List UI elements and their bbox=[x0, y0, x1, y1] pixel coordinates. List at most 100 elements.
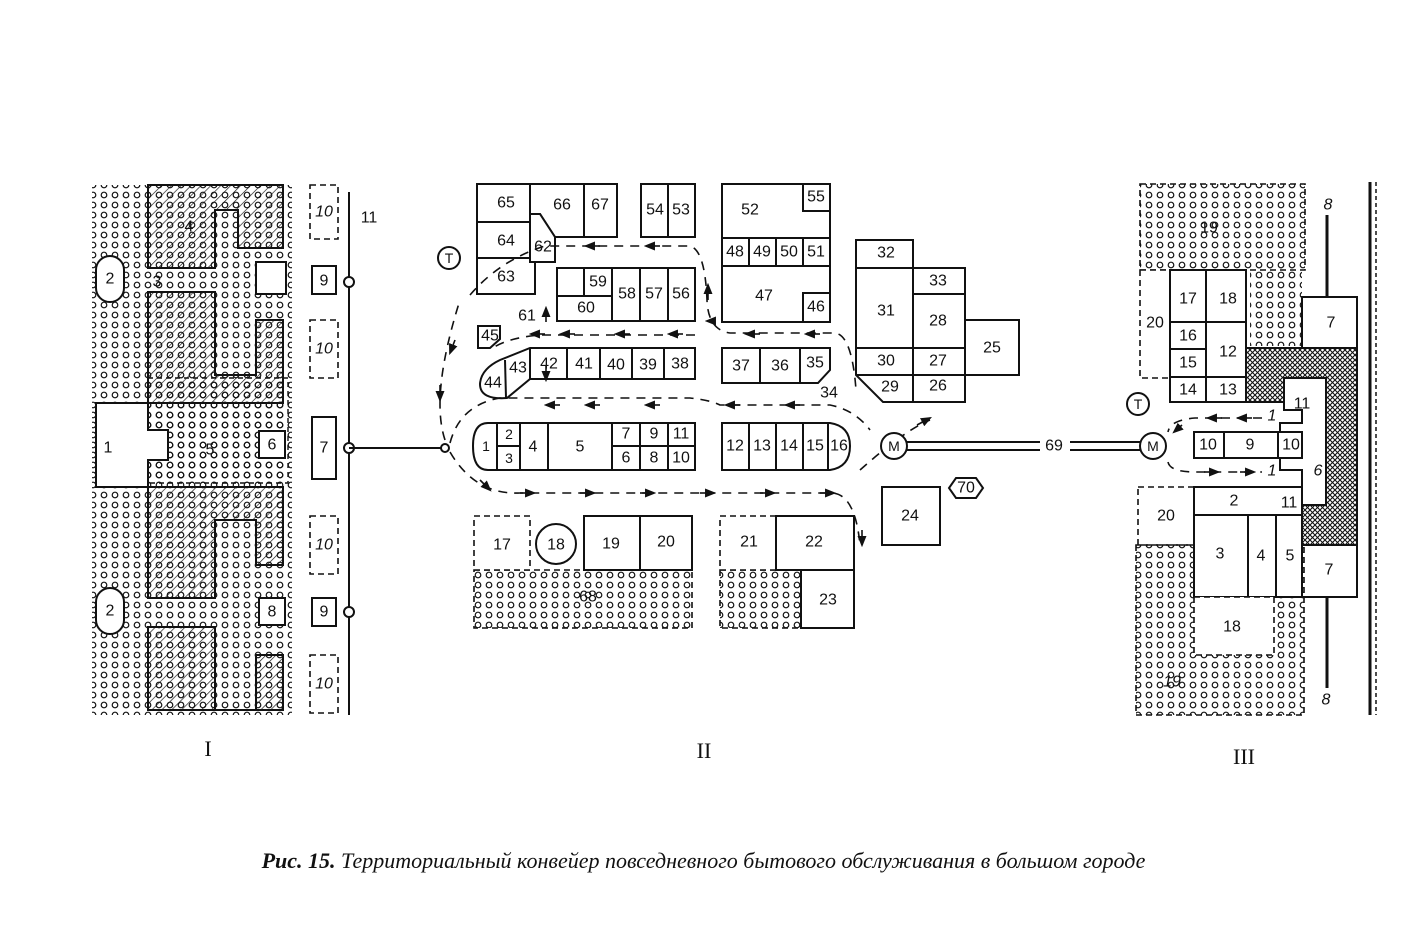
label-ii-1: 1 bbox=[482, 438, 490, 454]
label-ii-8: 8 bbox=[650, 450, 659, 467]
label-iii-m: М bbox=[1147, 438, 1159, 454]
label-ii-11: 11 bbox=[673, 426, 690, 443]
label-i-5: 5 bbox=[206, 442, 215, 459]
label-ii-32: 32 bbox=[877, 245, 895, 262]
label-i-10a: 10 bbox=[315, 204, 333, 221]
label-ii-35: 35 bbox=[806, 355, 824, 372]
label-ii-70: 70 bbox=[957, 480, 975, 497]
label-iii-12: 12 bbox=[1219, 344, 1237, 361]
label-ii-10: 10 bbox=[672, 450, 690, 467]
label-iii-1b: 1 bbox=[1268, 463, 1277, 480]
label-ii-5: 5 bbox=[576, 439, 585, 456]
label-iii-14: 14 bbox=[1179, 382, 1197, 399]
label-i-6: 6 bbox=[268, 437, 277, 454]
label-iii-1a: 1 bbox=[1268, 408, 1277, 425]
label-iii-7a: 7 bbox=[1327, 315, 1336, 332]
label-i-11: 11 bbox=[361, 210, 378, 227]
territorial-conveyor-diagram: 1 2 2 3 4 5 6 7 8 9 9 10 10 10 10 11 bbox=[92, 182, 1377, 769]
label-iii-19b: 19 bbox=[1163, 674, 1181, 691]
label-ii-9: 9 bbox=[650, 426, 659, 443]
label-ii-51: 51 bbox=[807, 244, 825, 261]
label-ii-17: 17 bbox=[493, 537, 511, 554]
label-ii-30: 30 bbox=[877, 353, 895, 370]
label-ii-23: 23 bbox=[819, 592, 837, 609]
panel-3-roman: III bbox=[1233, 744, 1255, 769]
label-ii-49: 49 bbox=[753, 244, 771, 261]
label-ii-69: 69 bbox=[1045, 438, 1063, 455]
label-ii-47: 47 bbox=[755, 288, 773, 305]
label-ii-59: 59 bbox=[589, 274, 607, 291]
panel-1: 1 2 2 3 4 5 6 7 8 9 9 10 10 10 10 11 bbox=[92, 184, 445, 715]
label-iii-18a: 18 bbox=[1219, 291, 1237, 308]
label-ii-24: 24 bbox=[901, 508, 919, 525]
label-ii-26: 26 bbox=[929, 378, 947, 395]
label-ii-25: 25 bbox=[983, 340, 1001, 357]
label-ii-64: 64 bbox=[497, 233, 515, 250]
label-i-2b: 2 bbox=[106, 603, 115, 620]
label-ii-66: 66 bbox=[553, 197, 571, 214]
label-ii-54: 54 bbox=[646, 202, 664, 219]
label-ii-m: М bbox=[888, 438, 900, 454]
label-ii-68: 68 bbox=[579, 589, 597, 606]
label-i-8: 8 bbox=[268, 604, 277, 621]
label-ii-14: 14 bbox=[780, 438, 798, 455]
label-ii-52: 52 bbox=[741, 202, 759, 219]
label-ii-31: 31 bbox=[877, 303, 895, 320]
label-ii-18: 18 bbox=[547, 537, 565, 554]
panel-3: Т М 19 8 20 17 18 16 15 12 14 13 7 11 1 … bbox=[1126, 182, 1377, 716]
label-iii-11a: 11 bbox=[1294, 396, 1311, 413]
label-iii-8a: 8 bbox=[1324, 197, 1333, 214]
label-ii-58: 58 bbox=[618, 286, 636, 303]
label-ii-28: 28 bbox=[929, 313, 947, 330]
label-ii-19: 19 bbox=[602, 536, 620, 553]
label-iii-6: 6 bbox=[1314, 463, 1323, 480]
label-iii-7b: 7 bbox=[1325, 562, 1334, 579]
label-ii-44: 44 bbox=[484, 375, 502, 392]
label-ii-45: 45 bbox=[481, 328, 499, 345]
label-ii-4: 4 bbox=[529, 439, 538, 456]
label-iii-20b: 20 bbox=[1157, 508, 1175, 525]
label-ii-29: 29 bbox=[881, 379, 899, 396]
label-i-10b: 10 bbox=[315, 341, 333, 358]
label-ii-22: 22 bbox=[805, 534, 823, 551]
label-i-9b: 9 bbox=[320, 604, 329, 621]
label-iii-2: 2 bbox=[1230, 493, 1239, 510]
label-iii-3: 3 bbox=[1216, 546, 1225, 563]
panel-1-roman: I bbox=[204, 736, 211, 761]
label-iii-5: 5 bbox=[1286, 548, 1295, 565]
label-ii-38: 38 bbox=[671, 356, 689, 373]
label-iii-17: 17 bbox=[1179, 291, 1197, 308]
label-ii-13: 13 bbox=[753, 438, 771, 455]
label-ii-37: 37 bbox=[732, 358, 750, 375]
label-ii-6: 6 bbox=[622, 450, 631, 467]
label-iii-t: Т bbox=[1134, 396, 1143, 412]
label-ii-34: 34 bbox=[820, 385, 838, 402]
label-i-9a: 9 bbox=[320, 273, 329, 290]
label-ii-43: 43 bbox=[509, 360, 527, 377]
label-i-10c: 10 bbox=[315, 537, 333, 554]
label-iii-10b: 10 bbox=[1282, 437, 1300, 454]
label-ii-t: Т bbox=[445, 250, 454, 266]
label-ii-21: 21 bbox=[740, 534, 758, 551]
label-iii-9: 9 bbox=[1246, 437, 1255, 454]
label-iii-19a: 19 bbox=[1200, 220, 1218, 237]
panel-2-roman: II bbox=[697, 738, 712, 763]
label-i-1: 1 bbox=[104, 440, 113, 457]
label-ii-57: 57 bbox=[645, 286, 663, 303]
label-ii-41: 41 bbox=[575, 356, 593, 373]
label-ii-42: 42 bbox=[540, 356, 558, 373]
label-ii-56: 56 bbox=[672, 286, 690, 303]
label-ii-55: 55 bbox=[807, 189, 825, 206]
label-ii-33: 33 bbox=[929, 273, 947, 290]
label-ii-63: 63 bbox=[497, 269, 515, 286]
label-iii-4: 4 bbox=[1257, 548, 1266, 565]
label-ii-40: 40 bbox=[607, 357, 625, 374]
label-ii-61: 61 bbox=[518, 308, 536, 325]
label-ii-53: 53 bbox=[672, 202, 690, 219]
label-ii-62: 62 bbox=[534, 239, 552, 256]
label-iii-20a: 20 bbox=[1146, 315, 1164, 332]
label-ii-60: 60 bbox=[577, 300, 595, 317]
label-ii-48: 48 bbox=[726, 244, 744, 261]
label-ii-27: 27 bbox=[929, 353, 947, 370]
label-iii-13: 13 bbox=[1219, 382, 1237, 399]
